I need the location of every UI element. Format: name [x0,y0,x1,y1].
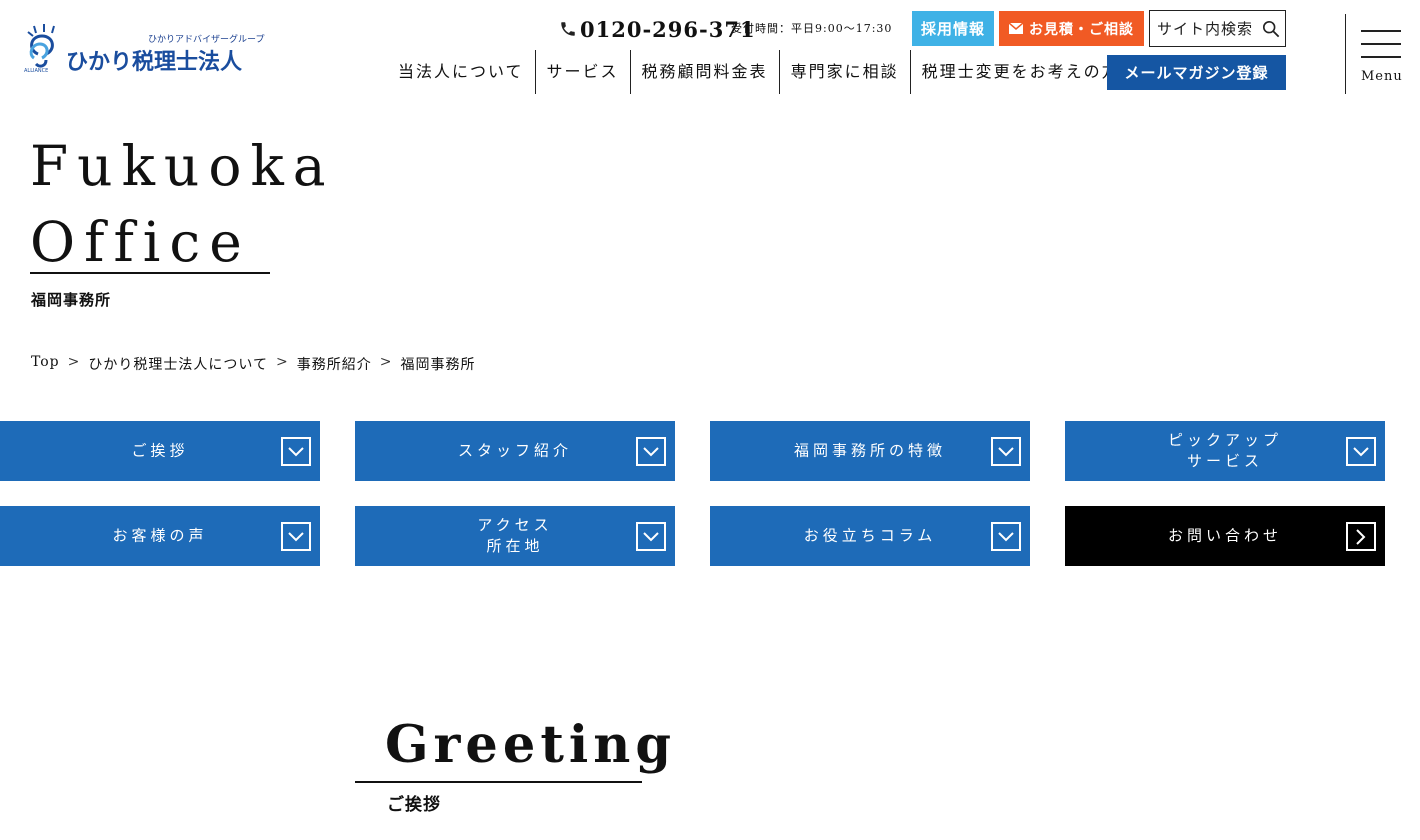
mail-magazine-button[interactable]: メールマガジン登録 [1107,55,1286,90]
recruit-button[interactable]: 採用情報 [912,11,994,46]
estimate-button[interactable]: お見積・ご相談 [999,11,1144,46]
business-hours: 受付時間：平日9:00〜17:30 [731,22,893,35]
anchor-staff-button[interactable]: スタッフ紹介 [355,421,675,481]
search-icon[interactable] [1262,20,1280,38]
chevron-down-icon [636,437,666,466]
contact-button[interactable]: お問い合わせ [1065,506,1385,566]
nav-item-switch[interactable]: 税理士変更をお考えの方 [909,50,1131,94]
anchor-label: お客様の声 [112,526,208,545]
phone-number[interactable]: 0120-296-371 [559,15,756,43]
logo-swirl-icon [27,24,55,68]
phone-number-text: 0120-296-371 [580,16,756,42]
logo-caption: ALLIANCE [24,68,49,74]
menu-label[interactable]: Menu [1361,69,1403,84]
hamburger-menu-icon[interactable] [1361,30,1401,60]
site-search[interactable] [1149,10,1286,47]
anchor-label: スタッフ紹介 [457,441,572,460]
logo-title: ひかり税理士法人 [66,50,243,75]
chevron-down-icon [636,522,666,551]
breadcrumb-item-current: 福岡事務所 [400,357,476,373]
breadcrumb: Top > ひかり税理士法人について > 事務所紹介 > 福岡事務所 [31,354,475,374]
global-nav: 当法人について サービス 税務顧問料金表 専門家に相談 税理士変更をお考えの方 [398,50,1131,94]
site-logo[interactable]: ひかりアドバイザーグループ ひかり税理士法人 ALLIANCE [24,24,264,76]
search-input[interactable] [1150,13,1260,44]
page-title-line2: Office [30,210,251,274]
anchor-label: お問い合わせ [1167,526,1282,545]
recruit-button-label: 採用情報 [920,20,985,38]
menu-divider [1345,14,1346,94]
chevron-down-icon [991,437,1021,466]
anchor-greeting-button[interactable]: ご挨拶 [0,421,320,481]
anchor-label: 福岡事務所の特徴 [793,441,946,460]
breadcrumb-item-offices[interactable]: 事務所紹介 [296,357,372,373]
breadcrumb-item-about[interactable]: ひかり税理士法人について [88,357,268,373]
anchor-label: ご挨拶 [131,441,189,460]
page-title-line1: Fukuoka [30,134,335,198]
title-underline [30,272,270,274]
page-title: Fukuoka Office [30,128,335,280]
breadcrumb-item-top[interactable]: Top [31,354,60,370]
estimate-button-label: お見積・ご相談 [1029,21,1134,38]
anchor-label: お役立ちコラム [803,526,937,545]
page-subtitle: 福岡事務所 [31,291,112,309]
section-title-underline [355,781,642,783]
anchor-access-button[interactable]: アクセス 所在地 [355,506,675,566]
anchor-pickup-button[interactable]: ピックアップ サービス [1065,421,1385,481]
section-title: Greeting [385,715,676,775]
chevron-down-icon [991,522,1021,551]
mail-magazine-label: メールマガジン登録 [1124,64,1269,82]
anchor-features-button[interactable]: 福岡事務所の特徴 [710,421,1030,481]
anchor-voices-button[interactable]: お客様の声 [0,506,320,566]
nav-item-about[interactable]: 当法人について [398,62,524,81]
phone-icon [561,22,575,36]
breadcrumb-separator: > [67,354,81,370]
logo-subtitle: ひかりアドバイザーグループ [148,35,265,45]
nav-item-pricing[interactable]: 税務顧問料金表 [629,50,779,94]
anchor-column-button[interactable]: お役立ちコラム [710,506,1030,566]
anchor-label: アクセス 所在地 [477,516,553,555]
chevron-down-icon [281,437,311,466]
chevron-right-icon [1346,522,1376,551]
breadcrumb-separator: > [379,354,393,370]
nav-item-consult[interactable]: 専門家に相談 [778,50,910,94]
envelope-icon [1009,23,1023,34]
nav-item-services[interactable]: サービス [534,50,630,94]
section-subtitle: ご挨拶 [387,795,441,815]
anchor-label: ピックアップ サービス [1167,431,1282,470]
chevron-down-icon [281,522,311,551]
chevron-down-icon [1346,437,1376,466]
breadcrumb-separator: > [275,354,289,370]
